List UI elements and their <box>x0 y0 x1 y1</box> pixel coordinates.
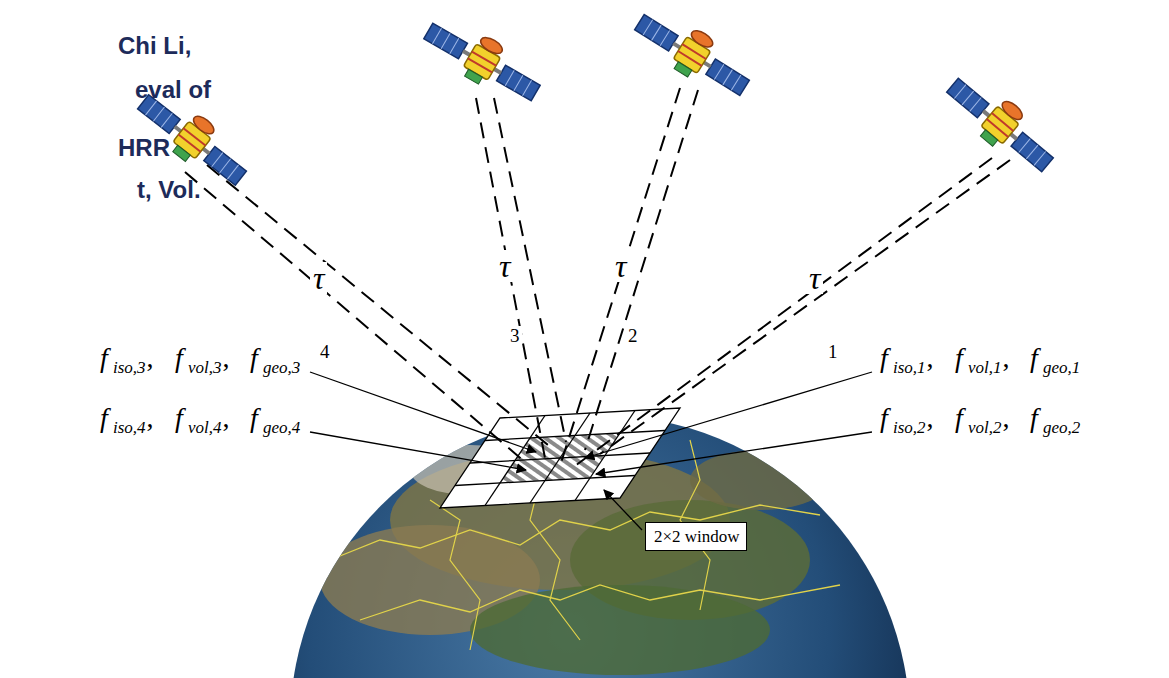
satellite <box>628 1 758 106</box>
kernel-symbol: f <box>175 404 183 432</box>
transmittance-symbol: τ <box>806 262 823 294</box>
kernel-subscript: geo,4 <box>263 419 300 436</box>
view-paths <box>185 88 1010 466</box>
citation-fragment: HRR <box>118 136 170 160</box>
kernel-subscript: iso,1 <box>893 359 926 376</box>
kernel-subscript: geo,2 <box>1043 419 1080 436</box>
separator-comma: , <box>927 404 934 432</box>
kernel-subscript: vol,2 <box>968 419 1002 436</box>
leader-lines <box>310 372 872 530</box>
kernel-symbol: f <box>250 404 258 432</box>
kernel-subscript: geo,3 <box>263 359 300 376</box>
subscript-index: 2 <box>626 326 640 345</box>
separator-comma: , <box>147 404 154 432</box>
kernel-subscript: vol,4 <box>188 419 222 436</box>
transmittance-symbol: τ <box>612 250 629 282</box>
subscript-index: 3 <box>508 326 522 345</box>
kernel-symbol: f <box>880 344 888 372</box>
subscript-index: 4 <box>318 342 332 361</box>
separator-comma: , <box>1003 404 1010 432</box>
kernel-subscript: iso,2 <box>893 419 926 436</box>
window-label: 2×2 window <box>654 528 740 547</box>
citation-fragment: t, Vol. <box>137 178 201 202</box>
kernel-symbol: f <box>955 344 963 372</box>
separator-comma: , <box>927 344 934 372</box>
separator-comma: , <box>1003 344 1010 372</box>
kernel-symbol: f <box>100 344 108 372</box>
satellite <box>939 66 1064 181</box>
separator-comma: , <box>223 404 230 432</box>
kernel-symbol: f <box>1030 404 1038 432</box>
kernel-symbol: f <box>175 344 183 372</box>
citation-fragment: Chi Li, <box>118 34 191 58</box>
kernel-subscript: vol,1 <box>968 359 1002 376</box>
transmittance-symbol: τ <box>496 250 513 282</box>
citation-fragment: eval of <box>135 78 211 102</box>
kernel-symbol: f <box>955 404 963 432</box>
kernel-symbol: f <box>100 404 108 432</box>
kernel-subscript: vol,3 <box>188 359 222 376</box>
separator-comma: , <box>147 344 154 372</box>
kernel-subscript: geo,1 <box>1043 359 1080 376</box>
kernel-symbol: f <box>880 404 888 432</box>
kernel-symbol: f <box>1030 344 1038 372</box>
kernel-subscript: iso,4 <box>113 419 146 436</box>
subscript-index: 1 <box>826 342 840 361</box>
earth-globe <box>290 415 910 678</box>
separator-comma: , <box>223 344 230 372</box>
grid-lines <box>455 411 665 506</box>
window-label-box: 2×2 window <box>645 522 747 551</box>
transmittance-symbol: τ <box>310 262 327 294</box>
kernel-subscript: iso,3 <box>113 359 146 376</box>
satellite <box>418 9 548 111</box>
kernel-symbol: f <box>250 344 258 372</box>
